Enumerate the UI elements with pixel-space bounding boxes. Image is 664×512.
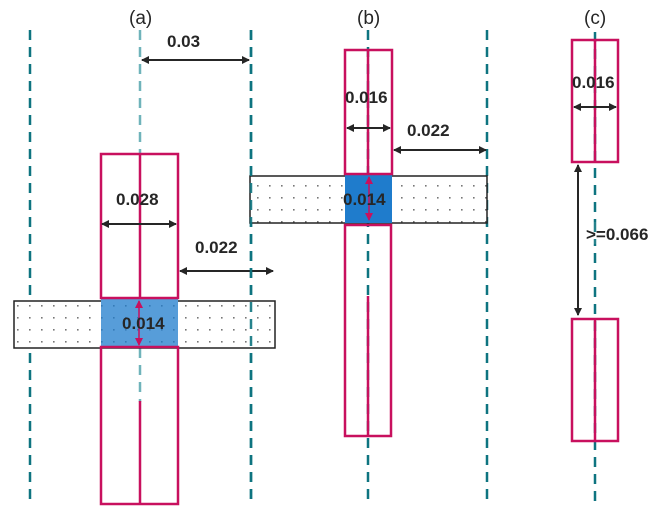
spacing-label: 0.022 xyxy=(195,238,238,257)
width-label: 0.028 xyxy=(116,190,159,209)
panel-a-caption: (a) xyxy=(129,8,152,29)
pitch-label: 0.03 xyxy=(167,32,200,51)
panel-b: (b) 0.016 0.022 0.014 xyxy=(249,8,489,500)
overlap-label: 0.014 xyxy=(122,314,165,333)
panel-c: (c) 0.016 >=0.066 xyxy=(570,8,657,502)
label-backdrop xyxy=(585,222,657,244)
spacing-label: 0.022 xyxy=(407,121,450,140)
overlap-label: 0.014 xyxy=(343,190,386,209)
panel-b-caption: (b) xyxy=(357,8,380,29)
panel-c-caption: (c) xyxy=(584,8,606,29)
panel-a: (a) 0.03 0.028 0.022 0.014 xyxy=(13,8,276,506)
width-label: 0.016 xyxy=(572,73,615,92)
end-to-end-label: >=0.066 xyxy=(586,225,648,244)
width-label: 0.016 xyxy=(345,88,388,107)
